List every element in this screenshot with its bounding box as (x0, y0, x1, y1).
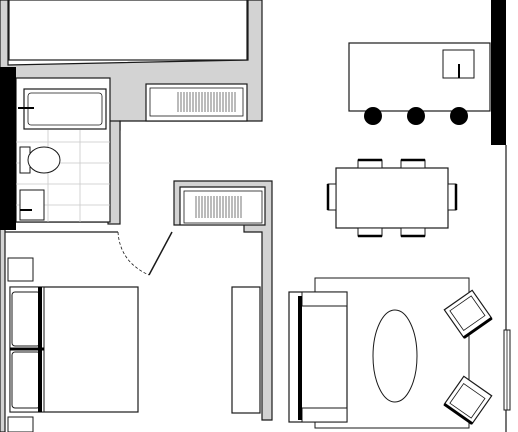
closet-upper-inner (149, 87, 244, 117)
bar-stool-3 (450, 107, 468, 125)
bathroom-sink (19, 189, 45, 221)
bed-pillow-top (11, 291, 41, 347)
bathtub-inner (27, 92, 103, 126)
sofa (288, 291, 348, 423)
sofa-arm-bottom (301, 407, 348, 423)
bar-stool-1 (364, 107, 382, 125)
dining-chairs (326, 158, 458, 238)
bar-stool-2 (407, 107, 425, 125)
dining-table (335, 167, 449, 229)
toilet-bowl (27, 146, 61, 174)
sofa-arm-top (301, 291, 348, 307)
nightstand-top (7, 257, 34, 282)
coffee-table (372, 309, 418, 403)
wall-bottom-left (0, 221, 6, 432)
dining (326, 158, 458, 238)
bedroom-door-swing (117, 231, 150, 276)
upper-room (8, 0, 248, 61)
bedroom (5, 231, 261, 432)
radiator-hatch-lower (195, 196, 242, 218)
bathroom (0, 67, 111, 230)
bathroom-black-wall (0, 67, 16, 230)
closet-upper (145, 83, 248, 122)
nightstand-bottom (7, 416, 34, 432)
radiator-hatch-upper (177, 92, 236, 112)
lower-closet-wall (173, 180, 273, 421)
dresser (231, 286, 261, 414)
armchair-top (443, 289, 493, 339)
bed-pillow-bottom (11, 351, 41, 409)
bedroom-door-leaf (148, 231, 173, 276)
closet-lower (183, 190, 263, 224)
armchair-bottom (443, 375, 493, 425)
living (288, 277, 511, 429)
kitchen-black-wall (491, 0, 506, 145)
doors (117, 231, 173, 276)
